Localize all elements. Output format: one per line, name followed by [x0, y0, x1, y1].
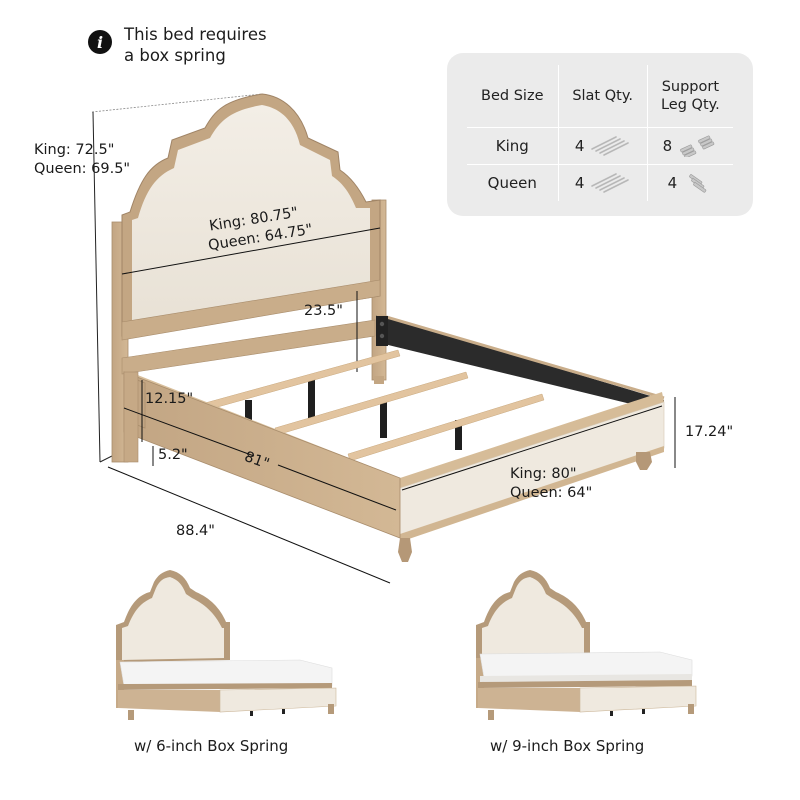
slats-icon: [591, 172, 630, 193]
variant-bed-6inch-illustration: [116, 570, 337, 720]
spec-table: Bed Size Slat Qty. Support Leg Qty. King…: [467, 65, 733, 201]
table-row: Queen 4 4: [467, 163, 733, 201]
table-row: King 4 8: [467, 126, 733, 164]
header-slat-qty: Slat Qty.: [557, 65, 648, 127]
overall-length-label: 88.4": [176, 523, 215, 539]
info-icon: i: [88, 30, 112, 54]
variant-bed-9inch-illustration: [476, 570, 697, 720]
bed-size-cell: Queen: [467, 163, 559, 201]
slat-qty-cell: 4: [557, 126, 648, 164]
leg-qty-cell: 8: [646, 126, 733, 164]
footboard-height-label: 12.15": [145, 391, 194, 407]
overall-height-label: King: 72.5" Queen: 69.5": [34, 142, 131, 177]
floor-clearance-label: 5.2": [158, 447, 188, 463]
rail-height-label: 17.24": [685, 424, 734, 440]
bed-size-cell: King: [467, 126, 559, 164]
slats-icon: [591, 135, 630, 156]
footboard-width-label: King: 80" Queen: 64": [510, 466, 593, 501]
variant-caption-9inch: w/ 9-inch Box Spring: [490, 737, 645, 755]
leg-qty-cell: 4: [646, 163, 733, 201]
spec-table-card: Bed Size Slat Qty. Support Leg Qty. King…: [447, 53, 753, 216]
headboard-panel-height-label: 23.5": [304, 303, 343, 319]
note-text: This bed requires a box spring: [124, 25, 267, 65]
header-bed-size: Bed Size: [481, 87, 544, 104]
support-legs-double-icon: [680, 135, 715, 157]
header-support-leg-qty: Support Leg Qty.: [646, 65, 733, 127]
support-legs-single-icon: [689, 174, 707, 193]
slat-qty-cell: 4: [557, 163, 648, 201]
box-spring-note: i This bed requires a box spring: [88, 24, 304, 66]
variant-caption-6inch: w/ 6-inch Box Spring: [134, 737, 289, 755]
